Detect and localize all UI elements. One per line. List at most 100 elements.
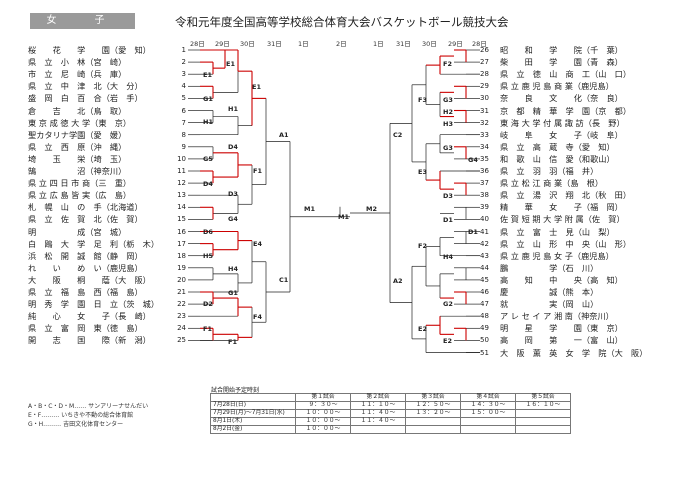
- game-label: C2: [393, 131, 403, 139]
- table-header-cell: 第５試合: [515, 393, 571, 402]
- date-right-3: 30日: [422, 40, 437, 48]
- date-right-5: 28日: [472, 40, 487, 48]
- game-label: F3: [418, 96, 427, 104]
- date-left-3: 30日: [240, 40, 255, 48]
- team-name: 東 京 成 徳 大 学（東 京）: [28, 117, 132, 128]
- game-label: E1: [203, 71, 212, 79]
- team-name: 東 海 大 学 付 属 諏 訪（長 野）: [500, 117, 625, 128]
- team-name: 県 立 高 蔵 寺（愛 知）: [500, 141, 615, 152]
- table-cell: 8月1日(木): [210, 417, 296, 426]
- table-cell: [460, 417, 516, 426]
- team-name: 県 立 四 日 市 商（三 重）: [28, 178, 132, 189]
- table-row: 第１試合 第２試合 第３試合 第４試合 第５試合: [210, 393, 571, 402]
- table-header-cell: [210, 393, 296, 402]
- table-cell: １１：４０～: [350, 417, 406, 426]
- team-name: 大 阪 薫 英 女 学 院（大 阪）: [500, 347, 648, 358]
- team-name: 奈 良 文 化（奈 良）: [500, 93, 623, 104]
- game-label: F4: [253, 313, 262, 321]
- table-header-cell: 第４試合: [460, 393, 516, 402]
- team-seed: 7: [181, 118, 186, 127]
- table-cell: [515, 409, 571, 418]
- team-seed: 11: [177, 167, 186, 175]
- table-cell: １６：１０～: [515, 401, 571, 410]
- date-center: 2日: [336, 40, 347, 48]
- table-cell: [515, 417, 571, 426]
- team-name: 県 立 小 林（宮 崎）: [28, 57, 127, 68]
- game-label: A2: [393, 277, 403, 285]
- team-seed: 42: [480, 239, 489, 248]
- team-seed: 22: [177, 300, 186, 309]
- game-label: G1: [203, 95, 213, 103]
- legend-line: E・F……… いちきや不動の総合体育館: [28, 412, 134, 419]
- team-name: 岐 阜 女 子（岐 阜）: [500, 129, 623, 140]
- table-cell: [405, 425, 461, 434]
- table-cell: [405, 417, 461, 426]
- team-seed: 35: [480, 154, 489, 163]
- table-cell: １１：１０～: [350, 401, 406, 410]
- game-label: G3: [443, 96, 453, 104]
- team-name: 明 秀 学 園 日 立（茨 城）: [28, 299, 160, 310]
- team-name: 県 立 富 士 見（山 梨）: [500, 226, 615, 237]
- team-seed: 18: [177, 251, 186, 260]
- game-label: G1: [228, 289, 238, 297]
- team-seed: 13: [177, 191, 186, 200]
- game-label: M1: [338, 213, 349, 221]
- game-label: D6: [203, 228, 213, 236]
- table-cell: １１：４０～: [350, 409, 406, 418]
- team-seed: 37: [480, 179, 489, 188]
- legend-line: G・H……… 吉田文化体育センター: [28, 421, 124, 428]
- legend-line: A・B・C・D・M…… サンアリーナせんだい: [28, 403, 149, 410]
- game-label: C1: [279, 276, 289, 284]
- team-name: 県 立 羽 羽（福 井）: [500, 166, 599, 176]
- team-seed: 28: [480, 70, 489, 79]
- team-name: 県 立 湯 沢 翔 北（秋 田）: [500, 190, 632, 201]
- tournament-bracket: [188, 49, 480, 353]
- team-name: 大 阪 桐 蔭（大 阪）: [28, 274, 151, 285]
- date-left-2: 29日: [215, 40, 230, 48]
- page-title: 令和元年度全国高等学校総合体育大会バスケットボール競技大会: [175, 15, 509, 29]
- game-label: H2: [443, 108, 453, 116]
- team-name: 精 華 女 子（福 岡）: [500, 202, 623, 213]
- date-right-2: 31日: [396, 40, 411, 48]
- team-name: 高 知 中 央（高 知）: [500, 274, 623, 285]
- team-name: 県 立 鹿 児 島 商 業（鹿児島）: [500, 81, 614, 92]
- date-left-4: 31日: [267, 40, 282, 48]
- schedule-caption: 試合開始予定時刻: [211, 387, 260, 394]
- game-label: G4: [468, 156, 478, 164]
- date-right-4: 29日: [448, 40, 463, 48]
- table-header-cell: 第１試合: [295, 393, 351, 402]
- table-row: 8月2日(金) １０：００～: [210, 425, 571, 434]
- table-cell: [350, 425, 406, 434]
- team-name: 純 心 女 子（長 崎）: [28, 311, 151, 322]
- game-label: D1: [443, 216, 453, 224]
- team-name: 県 立 徳 山 商 工（山 口）: [500, 69, 632, 80]
- team-seed: 1: [181, 46, 186, 54]
- team-name: 桜 花 学 園（愛 知）: [28, 45, 151, 55]
- date-left-1: 28日: [190, 40, 205, 48]
- team-name: 鵬 学（石 川）: [500, 262, 599, 273]
- team-name: ア レ セ イ ア 湘 南（神奈川）: [500, 311, 614, 322]
- table-cell: [515, 425, 571, 434]
- team-seed: 27: [480, 58, 489, 67]
- date-right-1: 1日: [373, 40, 384, 48]
- team-name: 高 岡 第 一（富 山）: [500, 335, 623, 346]
- team-seed: 10: [177, 154, 186, 163]
- team-name: 県 立 広 島 皆 実（広 島）: [28, 190, 132, 201]
- game-label: F2: [443, 60, 452, 68]
- team-name: 札 幌 山 の 手（北海道）: [28, 202, 143, 213]
- table-cell: １５：００～: [460, 409, 516, 418]
- team-seed: 51: [480, 348, 489, 357]
- team-seed: 30: [480, 94, 489, 103]
- team-name: 就 実（岡 山）: [500, 299, 599, 310]
- game-label: D2: [203, 300, 213, 308]
- table-cell: １０：００～: [295, 409, 351, 418]
- game-label: A1: [279, 131, 289, 139]
- bracket-winner-lines: [200, 49, 467, 341]
- table-cell: ９：３０～: [295, 401, 351, 410]
- table-cell: １０：００～: [295, 425, 351, 434]
- table-cell: 7月28日(日): [210, 401, 296, 410]
- game-label: G5: [203, 155, 213, 163]
- team-seed: 3: [181, 70, 186, 79]
- game-label: M2: [366, 205, 377, 213]
- team-name: 県 立 西 原（沖 縄）: [28, 141, 127, 152]
